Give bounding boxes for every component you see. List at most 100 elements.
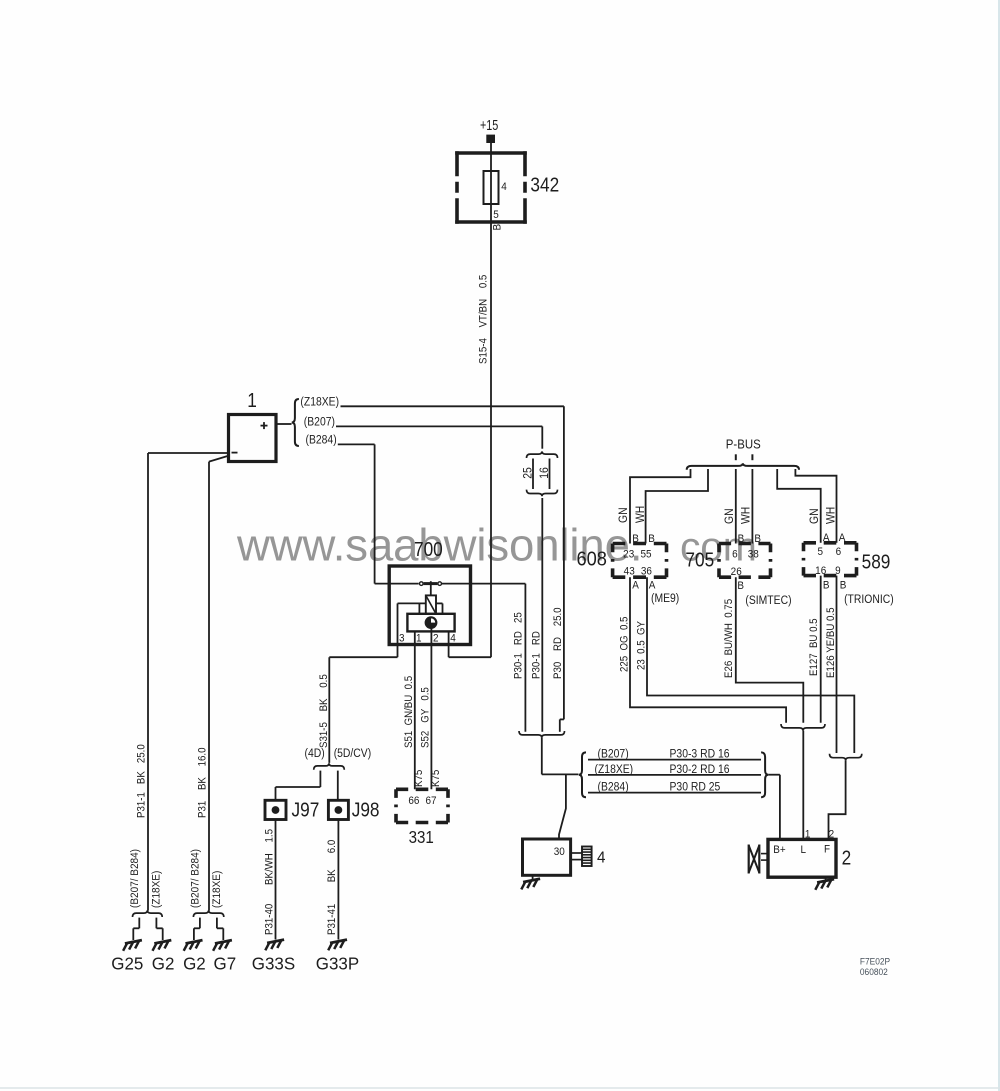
svg-text:S15-4 VT/BN 0.5: S15-4 VT/BN 0.5: [478, 274, 490, 364]
svg-text:(B284): (B284): [598, 781, 629, 794]
svg-text:B: B: [632, 532, 639, 545]
svg-text:B: B: [823, 579, 830, 592]
svg-text:(B207/ B284): (B207/ B284): [189, 849, 202, 908]
svg-text:S52 GY 0.5: S52 GY 0.5: [420, 687, 432, 748]
svg-text:P30-2 RD 16: P30-2 RD 16: [670, 763, 730, 776]
svg-text:2: 2: [829, 828, 835, 841]
svg-text:30: 30: [554, 845, 565, 858]
svg-text:66: 66: [408, 794, 419, 807]
svg-text:3: 3: [399, 632, 405, 645]
svg-text:331: 331: [409, 828, 434, 847]
svg-text:4: 4: [597, 849, 606, 866]
svg-text:WH: WH: [740, 507, 753, 524]
svg-text:G33S: G33S: [252, 953, 295, 973]
svg-text:4: 4: [450, 632, 456, 645]
svg-text:P30-3 RD 16: P30-3 RD 16: [670, 748, 730, 761]
svg-text:2: 2: [433, 632, 439, 645]
svg-text:6: 6: [732, 548, 738, 561]
svg-text:23 0.5 GY: 23 0.5 GY: [636, 621, 648, 670]
svg-text:GN: GN: [809, 508, 822, 524]
svg-text:B: B: [737, 579, 744, 592]
svg-text:B: B: [648, 532, 655, 545]
svg-text:E26 BU/WH 0.75: E26 BU/WH 0.75: [724, 599, 736, 678]
svg-text:4: 4: [501, 180, 507, 193]
svg-text:P30 RD 25: P30 RD 25: [670, 781, 721, 794]
svg-text:589: 589: [862, 550, 891, 573]
svg-text:(ME9): (ME9): [651, 592, 680, 605]
svg-text:F7E02P: F7E02P: [860, 956, 890, 966]
svg-text:38: 38: [748, 548, 759, 561]
svg-text:2: 2: [842, 846, 852, 869]
svg-text:+15: +15: [480, 116, 498, 133]
svg-text:P-BUS: P-BUS: [726, 437, 761, 452]
svg-text:G25: G25: [111, 953, 143, 973]
svg-text:060802: 060802: [860, 967, 888, 977]
svg-text:E126 YE/BU 0.5: E126 YE/BU 0.5: [826, 607, 838, 678]
svg-text:J98: J98: [352, 798, 380, 821]
svg-text:E127 BU 0.5: E127 BU 0.5: [809, 618, 821, 676]
svg-text:25: 25: [522, 467, 535, 479]
svg-text:67: 67: [425, 794, 436, 807]
svg-text:5: 5: [818, 546, 824, 559]
svg-text:P31 BK 16.0: P31 BK 16.0: [197, 747, 209, 818]
svg-text:WH: WH: [634, 506, 647, 523]
svg-text:G2: G2: [152, 953, 175, 973]
svg-text:5: 5: [493, 208, 499, 221]
svg-text:A: A: [823, 531, 830, 544]
svg-text:36: 36: [641, 565, 652, 578]
svg-text:G7: G7: [214, 953, 237, 973]
svg-text:A: A: [839, 531, 846, 544]
svg-text:B: B: [491, 224, 504, 231]
svg-text:A: A: [649, 579, 656, 592]
svg-text:GN: GN: [723, 508, 736, 524]
svg-text:WH: WH: [825, 507, 838, 524]
svg-text:55: 55: [640, 548, 651, 561]
svg-text:1: 1: [247, 389, 257, 412]
svg-text:F: F: [824, 843, 831, 856]
svg-text:16: 16: [539, 467, 552, 479]
svg-text:6: 6: [836, 546, 842, 559]
svg-text:P31-40 BK/WH 1.5: P31-40 BK/WH 1.5: [264, 829, 276, 935]
svg-text:A: A: [632, 579, 639, 592]
svg-text:705: 705: [685, 548, 714, 571]
svg-text:608: 608: [577, 549, 607, 571]
svg-text:(B284): (B284): [306, 434, 337, 447]
svg-text:(5D/CV): (5D/CV): [334, 747, 372, 760]
svg-text:342: 342: [530, 173, 559, 196]
svg-text:B+: B+: [773, 843, 785, 856]
svg-text:700: 700: [414, 538, 443, 561]
svg-text:(Z18XE): (Z18XE): [595, 763, 634, 776]
svg-text:J97: J97: [292, 798, 320, 821]
svg-text:P31-1 BK 25.0: P31-1 BK 25.0: [136, 744, 148, 818]
svg-text:(B207): (B207): [598, 748, 629, 761]
svg-text:G33P: G33P: [316, 953, 359, 973]
svg-text:(SIMTEC): (SIMTEC): [745, 594, 791, 607]
svg-text:(B207/ B284): (B207/ B284): [128, 849, 141, 908]
svg-text:K75: K75: [414, 770, 426, 787]
svg-text:1: 1: [805, 828, 811, 841]
svg-text:26: 26: [731, 565, 742, 578]
svg-text:S51 GN/BU 0.5: S51 GN/BU 0.5: [403, 676, 415, 748]
svg-text:(B207): (B207): [304, 416, 335, 429]
svg-text:B: B: [738, 532, 745, 545]
svg-text:P30-1 RD: P30-1 RD: [531, 631, 543, 679]
svg-text:GN: GN: [618, 507, 631, 523]
svg-text:P30 RD 25.0: P30 RD 25.0: [553, 607, 565, 679]
svg-text:P31-41 BK 6.0: P31-41 BK 6.0: [327, 840, 339, 935]
svg-text:23: 23: [623, 548, 634, 561]
svg-text:G2: G2: [183, 953, 206, 973]
svg-text:B: B: [840, 579, 847, 592]
svg-text:L: L: [801, 843, 807, 856]
svg-text:(4D): (4D): [305, 747, 325, 760]
svg-text:K75: K75: [431, 770, 443, 787]
svg-text:43: 43: [624, 565, 635, 578]
svg-text:(Z18XE): (Z18XE): [300, 396, 339, 409]
svg-text:9: 9: [835, 564, 841, 577]
svg-text:225 OG 0.5: 225 OG 0.5: [619, 616, 631, 672]
svg-text:(TRIONIC): (TRIONIC): [844, 593, 894, 606]
svg-text:www.saabwisonline.: www.saabwisonline.: [236, 520, 642, 571]
svg-text:B: B: [754, 532, 761, 545]
svg-text:(Z18XE): (Z18XE): [211, 871, 224, 908]
svg-text:(Z18XE): (Z18XE): [150, 871, 163, 908]
svg-text:16: 16: [815, 564, 826, 577]
